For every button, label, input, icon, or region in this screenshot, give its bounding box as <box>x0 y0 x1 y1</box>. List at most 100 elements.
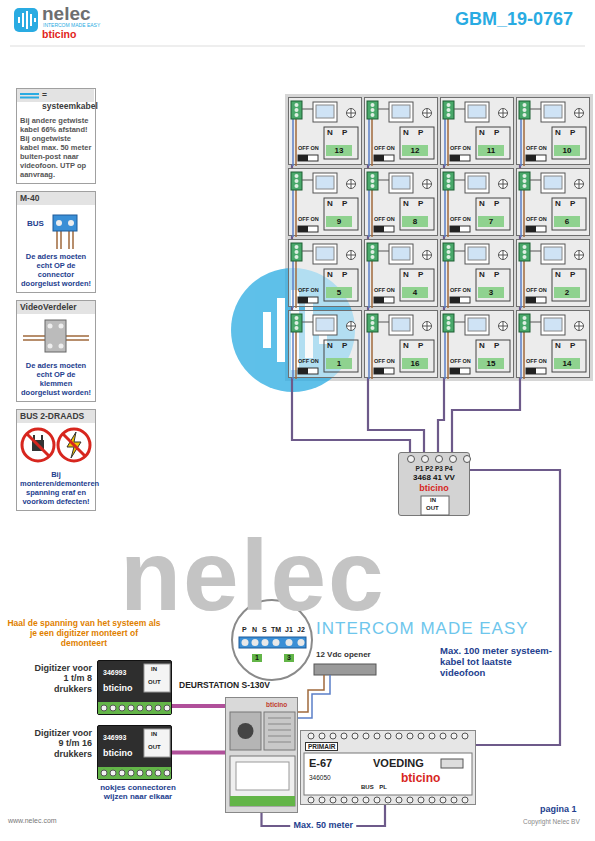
part-drawing <box>476 340 510 372</box>
door-opener <box>298 664 376 718</box>
node-text: 4 <box>402 287 428 298</box>
part-drawing <box>298 368 308 374</box>
part-drawing <box>526 226 536 232</box>
node-text: 14 <box>554 358 580 369</box>
part-drawing <box>324 340 358 372</box>
part-drawing <box>389 173 413 193</box>
part-drawing <box>436 456 443 463</box>
part-drawing <box>226 698 299 814</box>
part-drawing <box>313 173 337 193</box>
logo-text: nelec <box>42 4 91 23</box>
node-text: OFF ON <box>526 145 547 151</box>
node-text: 346993 <box>103 734 126 742</box>
part-drawing <box>454 322 465 323</box>
page-title: GBM_19-0767 <box>455 10 573 30</box>
node-text: De aders moeten echt OP de connector doo… <box>17 249 95 292</box>
node-text: OUT <box>148 744 161 751</box>
part-drawing <box>363 733 369 739</box>
part-drawing <box>295 331 297 379</box>
logo-icon <box>34 18 36 22</box>
part-drawing <box>443 314 454 332</box>
node-heading: DEURSTATION S-130V <box>179 681 270 690</box>
panel-shade <box>285 94 593 381</box>
part-drawing <box>523 184 527 188</box>
part-drawing <box>295 108 299 112</box>
part-drawing <box>468 318 486 331</box>
part-drawing <box>17 423 94 467</box>
cable-note: Max. 100 meter systeem-kabel tot laatste… <box>440 646 552 679</box>
video-distributor: P1 P2 P3 P43468 41 VVbticinoINOUT <box>398 452 470 516</box>
node-heading: = systeemkabel <box>17 89 95 113</box>
node-heading: Digitizer voor 1 t/m 8 drukkers <box>30 663 92 694</box>
node-text: bticino <box>266 701 287 708</box>
part-drawing <box>341 797 347 803</box>
node-text: OFF ON <box>450 358 471 364</box>
part-drawing <box>295 316 299 320</box>
part-drawing <box>302 180 313 181</box>
zoom-circle <box>298 639 305 646</box>
part-drawing <box>520 118 522 166</box>
part-drawing <box>371 108 375 112</box>
part-drawing <box>450 297 460 303</box>
part-drawing <box>465 244 489 264</box>
part-drawing <box>368 260 370 308</box>
part-drawing <box>110 770 116 776</box>
part-drawing <box>119 705 125 711</box>
part-drawing <box>447 331 449 379</box>
videophone-unit: N POFF ON9 <box>288 168 362 236</box>
part-drawing <box>292 189 294 237</box>
part-drawing <box>313 315 337 335</box>
part-drawing <box>144 729 170 757</box>
part-drawing <box>499 109 508 118</box>
assembly-note: nokjes connectoren wijzen naar elkaar <box>92 783 184 801</box>
videophone-unit: N POFF ON7 <box>440 168 514 236</box>
part-drawing <box>374 733 380 739</box>
part-drawing <box>423 109 432 118</box>
part-drawing <box>447 179 451 183</box>
part-drawing <box>464 456 471 463</box>
part-drawing <box>368 189 370 237</box>
logo-icon <box>18 17 20 23</box>
part-drawing <box>530 322 541 323</box>
part-drawing <box>541 315 565 335</box>
node-text: OFF ON <box>450 145 471 151</box>
part-drawing <box>447 250 451 254</box>
part-drawing <box>98 767 171 779</box>
part-drawing <box>447 118 449 166</box>
part-drawing <box>423 322 432 331</box>
pin-name: P <box>242 626 247 634</box>
node-text: 16 <box>402 358 428 369</box>
part-drawing <box>451 797 457 803</box>
part-drawing <box>371 245 375 249</box>
part-drawing <box>544 247 562 260</box>
videophone-unit: N POFF ON14 <box>516 310 590 378</box>
part-drawing <box>347 109 356 118</box>
part-drawing <box>544 105 562 118</box>
part-drawing <box>146 705 152 711</box>
part-drawing <box>476 269 510 301</box>
part-drawing <box>137 705 143 711</box>
node-text: 1 <box>326 358 352 369</box>
part-drawing <box>316 247 334 260</box>
node-heading: N P <box>403 200 423 209</box>
node-text: OFF ON <box>374 216 395 222</box>
part-drawing <box>544 318 562 331</box>
part-drawing <box>523 245 527 249</box>
part-drawing <box>552 340 586 372</box>
part-drawing <box>128 705 134 711</box>
videophone-unit: N POFF ON1 <box>288 310 362 378</box>
part-drawing <box>374 155 384 161</box>
part-drawing <box>422 456 429 463</box>
part-drawing <box>295 189 297 237</box>
videophone-unit: N POFF ON4 <box>364 239 438 307</box>
digitizer-module: Digitizer voor 1 t/m 8 drukkersINOUT3469… <box>97 660 172 715</box>
part-drawing <box>378 109 389 110</box>
part-drawing <box>468 176 486 189</box>
part-drawing <box>476 127 510 159</box>
node-text: 6 <box>554 216 580 227</box>
part-drawing <box>22 429 54 461</box>
pin-name: TM <box>271 626 281 634</box>
part-drawing <box>295 250 299 254</box>
part-drawing <box>440 797 446 803</box>
part-drawing <box>447 189 449 237</box>
